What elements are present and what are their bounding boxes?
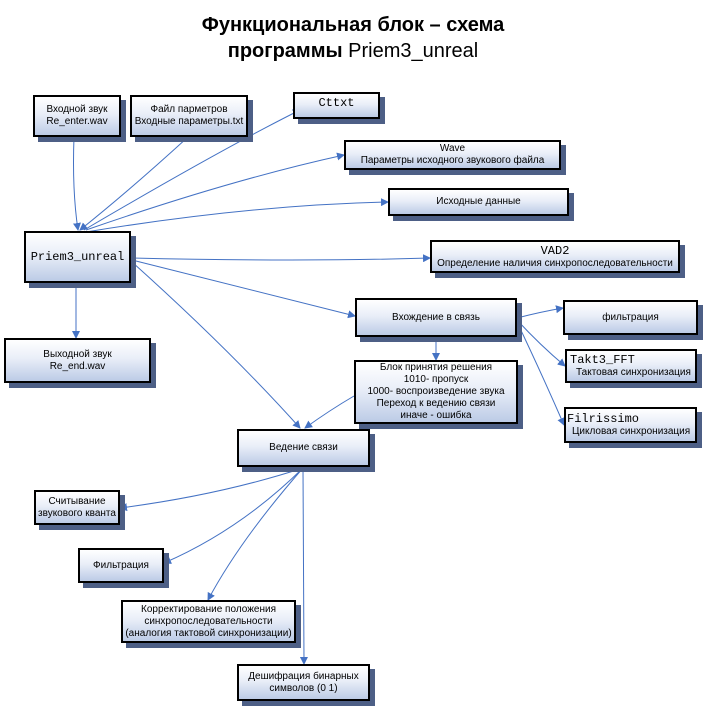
vad2-line1: VAD2 bbox=[540, 243, 570, 258]
filrissimo-line2: Цикловая синхронизация bbox=[572, 426, 691, 437]
read-quant-line1: Считывание bbox=[48, 495, 106, 507]
arrow-vhozhdenie-to-takt3 bbox=[516, 319, 566, 367]
arrow-priem-to-cttxt bbox=[83, 109, 301, 231]
block-priem3-unreal: Priem3_unreal bbox=[24, 231, 131, 283]
vhozhdenie-label: Вхождение в связь bbox=[392, 311, 480, 323]
decision-line2: 1010- пропуск bbox=[403, 374, 469, 385]
decision-line5: иначе - ошибка bbox=[400, 410, 472, 421]
read-quant-line2: звукового кванта bbox=[38, 507, 116, 519]
output-sound-line1: Выходной звук bbox=[43, 348, 112, 360]
block-decode: Дешифрация бинарных символов (0 1) bbox=[237, 664, 370, 701]
takt3-line1: Takt3_FFT bbox=[570, 353, 635, 367]
input-sound-line1: Входной звук bbox=[46, 104, 108, 115]
arrow-param-file-to-priem bbox=[79, 136, 189, 231]
title-line2-bold: программы bbox=[227, 40, 343, 62]
correction-line2: синхропоследовательности bbox=[144, 615, 273, 627]
decision-line4: Переход к ведению связи bbox=[376, 398, 496, 409]
block-vad2: VAD2 Определение наличия синхропоследова… bbox=[430, 240, 680, 273]
arrow-priem-to-wave bbox=[85, 152, 345, 231]
cttxt-label: Cttxt bbox=[318, 96, 355, 110]
arrow-vedenie-to-filtration-bottom bbox=[163, 467, 304, 564]
block-filtration-top: фильтрация bbox=[563, 300, 698, 335]
correction-line3: (аналогия тактовой синхронизации) bbox=[125, 627, 292, 639]
title-line1-text: Функциональная блок – схема bbox=[201, 14, 505, 36]
priem-label: Priem3_unreal bbox=[30, 250, 125, 264]
decision-line1: Блок принятия решения bbox=[379, 362, 493, 373]
block-correction: Корректирование положения синхропоследов… bbox=[121, 600, 296, 643]
correction-line1: Корректирование положения bbox=[141, 603, 276, 615]
block-source-data: Исходные данные bbox=[388, 188, 569, 216]
arrow-priem-to-vhozhdenie bbox=[131, 259, 356, 319]
filtration-bottom-label: Фильтрация bbox=[93, 559, 149, 571]
output-sound-line2: Re_end.wav bbox=[49, 360, 106, 372]
block-vedenie: Ведение связи bbox=[237, 429, 370, 467]
vad2-line2: Определение наличия синхропоследовательн… bbox=[437, 257, 673, 269]
block-param-file: Файл парметров Входные параметры.txt bbox=[130, 95, 248, 137]
param-file-line1: Файл парметров bbox=[150, 104, 228, 115]
arrow-input-sound-to-priem bbox=[73, 136, 81, 231]
block-read-quant: Считывание звукового кванта bbox=[34, 490, 120, 525]
decode-line1: Дешифрация бинарных bbox=[248, 670, 359, 682]
block-decision: Блок принятия решения 1010- пропуск 1000… bbox=[354, 360, 518, 424]
filtration-top-label: фильтрация bbox=[602, 311, 659, 323]
takt3-line2: Тактовая синхронизация bbox=[576, 367, 691, 378]
block-takt3-fft: Takt3_FFT Тактовая синхронизация bbox=[565, 349, 697, 383]
arrow-decision-to-vedenie bbox=[304, 395, 355, 429]
diagram-title-line1: Функциональная блок – схема bbox=[0, 12, 706, 38]
filrissimo-line1: Filrissimo bbox=[567, 412, 640, 426]
block-vhozhdenie: Вхождение в связь bbox=[355, 298, 517, 337]
arrow-priem-to-vad2 bbox=[131, 254, 431, 263]
arrow-vhozhdenie-to-filtration bbox=[516, 305, 564, 319]
source-data-label: Исходные данные bbox=[436, 196, 521, 207]
decision-line3: 1000- воспроизведение звука bbox=[367, 386, 505, 397]
title-line2-normal: Priem3_unreal bbox=[348, 40, 479, 62]
input-sound-line2: Re_enter.wav bbox=[46, 116, 108, 127]
block-cttxt: Cttxt bbox=[293, 92, 380, 119]
arrow-priem-to-source-data bbox=[85, 198, 389, 233]
block-wave: Wave Параметры исходного звукового файла bbox=[344, 140, 561, 170]
diagram-title-line2: программы Priem3_unreal bbox=[0, 38, 706, 64]
arrow-vedenie-to-read-quant bbox=[119, 467, 304, 512]
wave-line2: Параметры исходного звукового файла bbox=[360, 155, 545, 166]
block-input-sound: Входной звук Re_enter.wav bbox=[33, 95, 121, 137]
wave-line1: Wave bbox=[439, 143, 466, 154]
block-output-sound: Выходной звук Re_end.wav bbox=[4, 338, 151, 383]
arrow-vhozhdenie-to-filrissimo bbox=[516, 321, 565, 426]
param-file-line2: Входные параметры.txt bbox=[134, 116, 244, 127]
block-filrissimo: Filrissimo Цикловая синхронизация bbox=[564, 407, 697, 443]
decode-line2: символов (0 1) bbox=[269, 682, 338, 694]
arrow-priem-to-vedenie bbox=[131, 261, 301, 429]
vedenie-label: Ведение связи bbox=[269, 442, 338, 453]
arrow-vedenie-to-decode bbox=[299, 467, 308, 665]
block-filtration-bottom: Фильтрация bbox=[78, 548, 164, 583]
arrow-vedenie-to-correction bbox=[207, 467, 304, 601]
